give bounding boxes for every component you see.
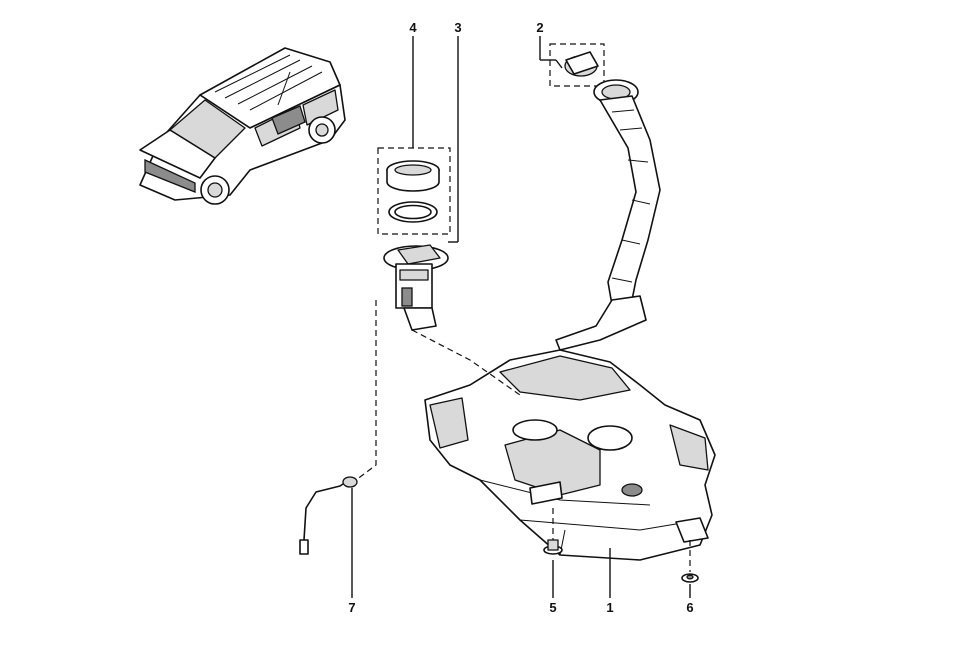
callout-2: 2 bbox=[536, 20, 543, 35]
leader-lines bbox=[351, 36, 691, 598]
fuel-tank bbox=[424, 349, 716, 561]
filler-cap bbox=[549, 43, 605, 87]
sensor-line bbox=[299, 476, 358, 555]
callout-1: 1 bbox=[606, 600, 613, 615]
mounting-washer bbox=[681, 573, 699, 583]
lock-ring-and-seal bbox=[377, 147, 451, 235]
callout-6: 6 bbox=[686, 600, 693, 615]
callout-4: 4 bbox=[409, 20, 417, 35]
vehicle-location-view bbox=[139, 47, 346, 205]
callout-3: 3 bbox=[454, 20, 461, 35]
fuel-pump-module bbox=[383, 244, 449, 331]
callout-7: 7 bbox=[348, 600, 355, 615]
callout-5: 5 bbox=[549, 600, 556, 615]
filler-neck bbox=[555, 79, 661, 351]
